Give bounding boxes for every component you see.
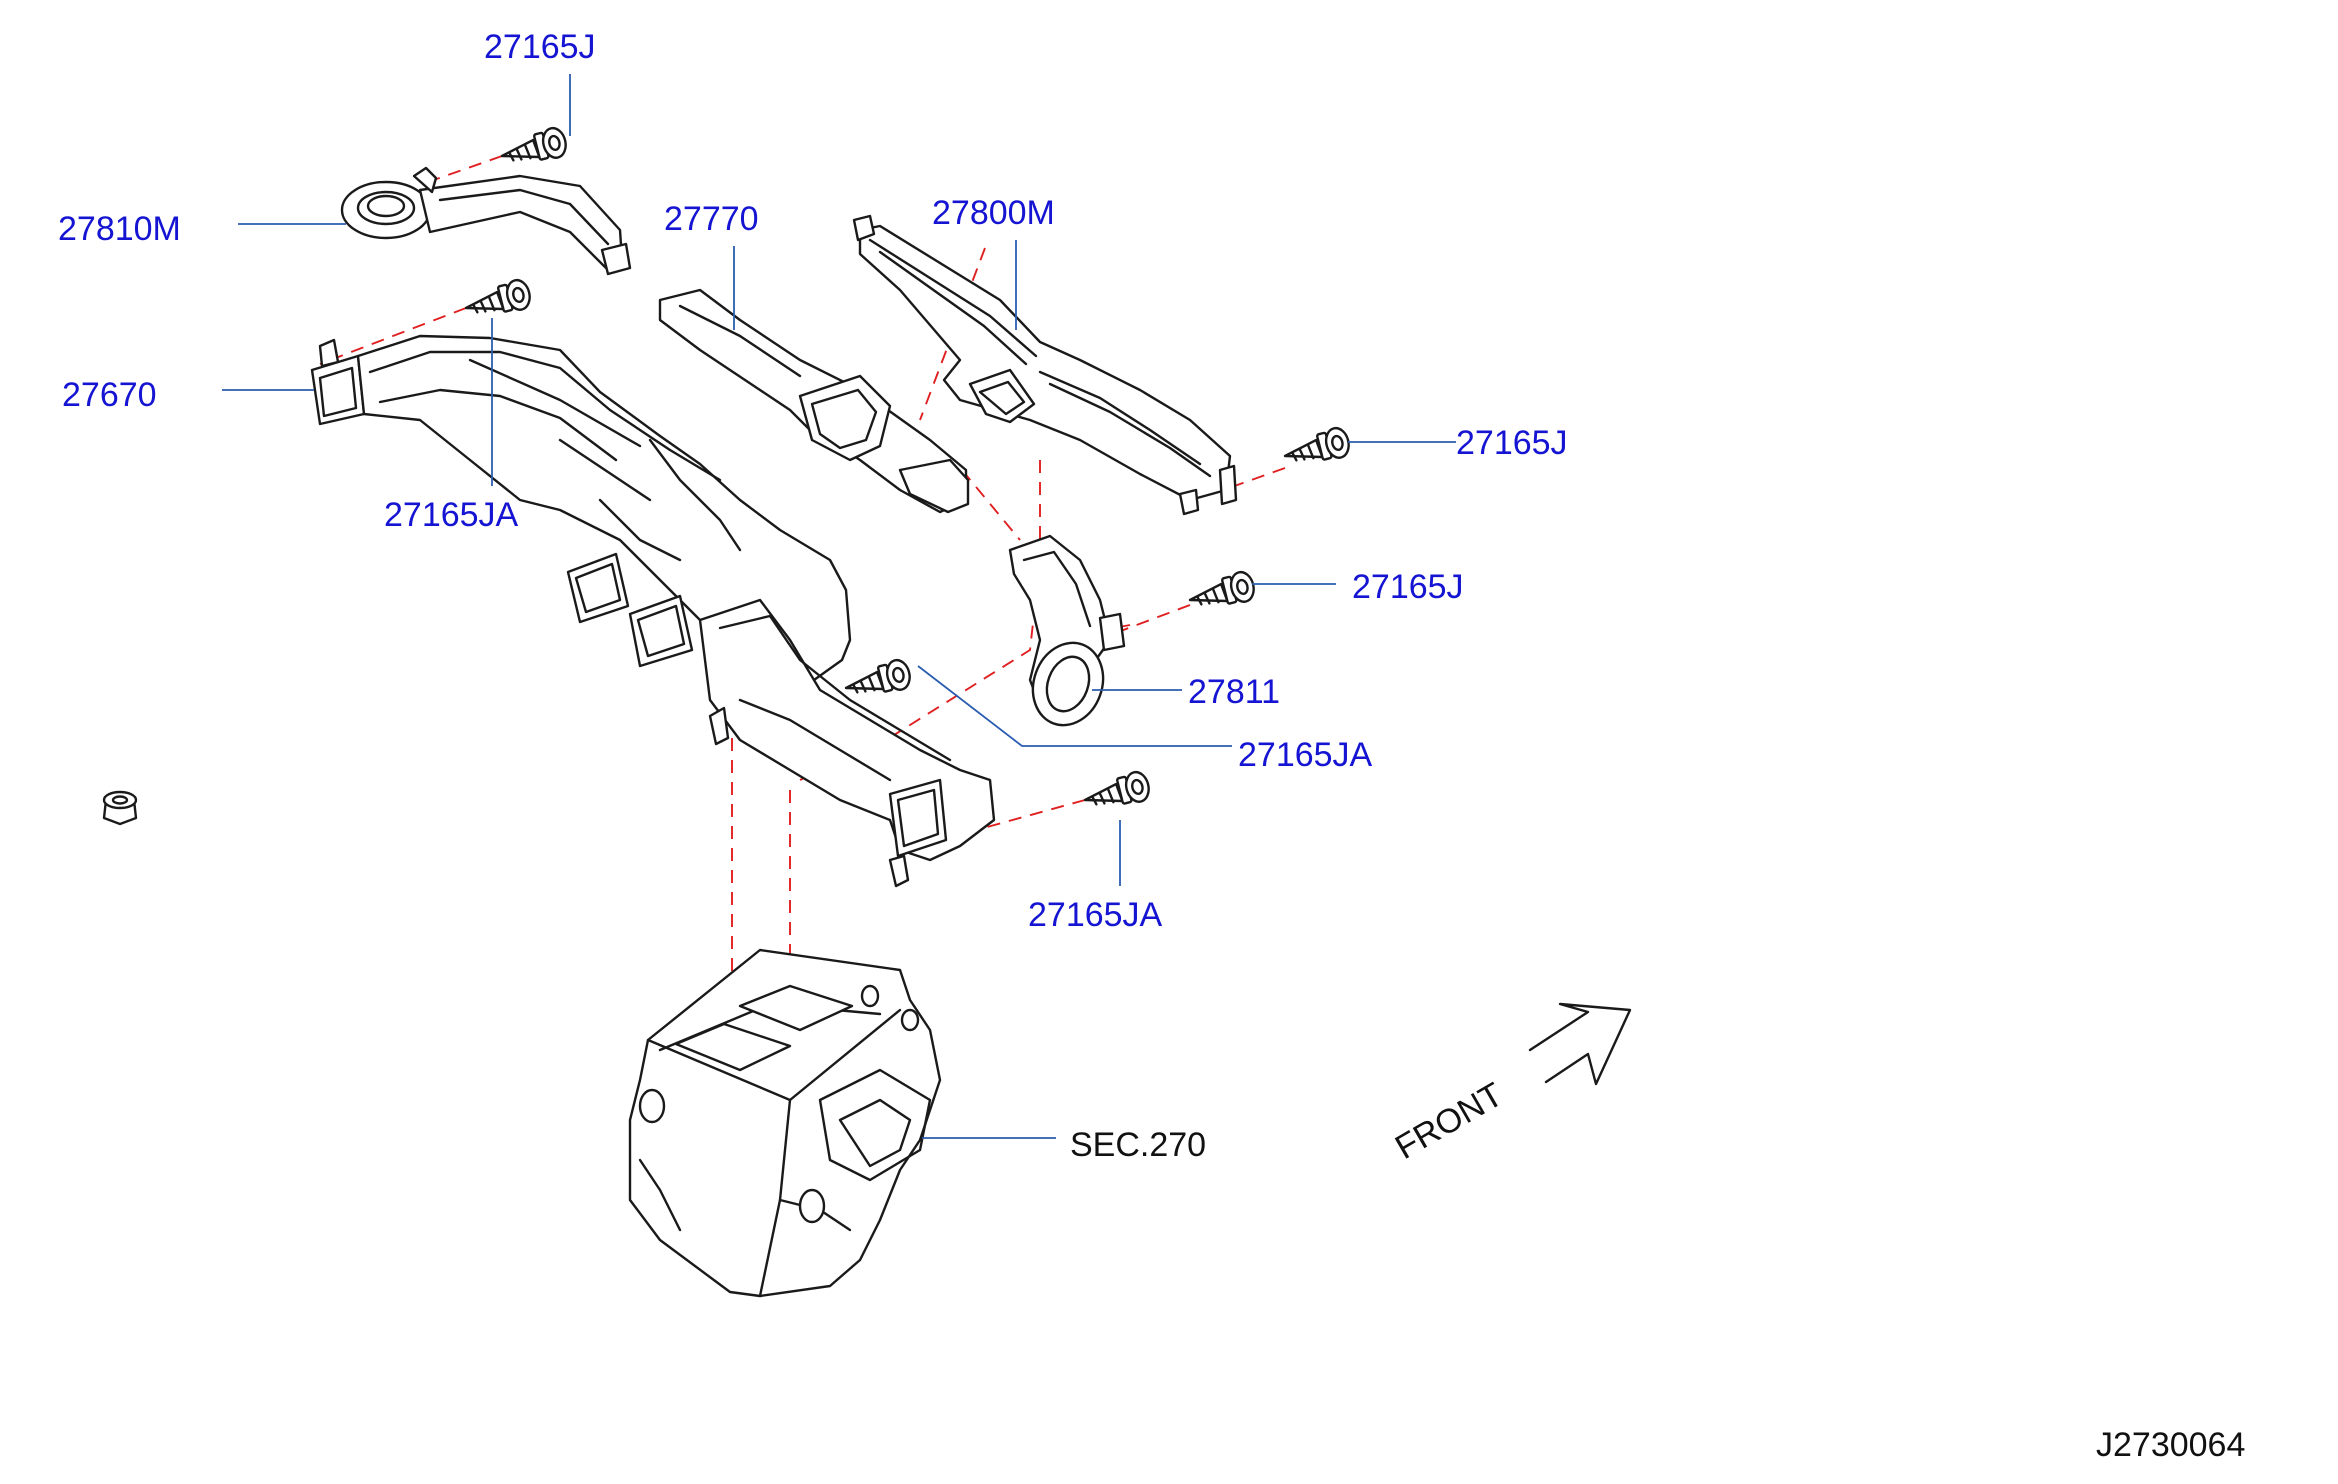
label-27670: 27670 xyxy=(62,376,157,414)
label-27165JA-left: 27165JA xyxy=(384,496,519,534)
part-27811-duct[interactable] xyxy=(1008,534,1126,735)
label-27770: 27770 xyxy=(664,200,759,238)
front-label: FRONT xyxy=(1389,1075,1509,1166)
part-27800M-duct[interactable] xyxy=(852,214,1238,516)
label-27800M: 27800M xyxy=(932,194,1055,232)
screw-icon xyxy=(1280,424,1353,472)
part-27670-duct[interactable] xyxy=(310,334,996,888)
screw-icon xyxy=(461,276,534,324)
grommet-icon xyxy=(102,790,138,826)
label-27165J-mid: 27165J xyxy=(1352,568,1464,606)
screw-icon xyxy=(1185,568,1258,616)
screw-icon xyxy=(1080,768,1153,816)
label-27165JA-bottom: 27165JA xyxy=(1028,896,1163,934)
heater-unit-sec270[interactable] xyxy=(628,948,942,1298)
label-sec270: SEC.270 xyxy=(1070,1126,1206,1164)
label-27165J-top: 27165J xyxy=(484,28,596,66)
drawing-number: J2730064 xyxy=(2096,1426,2245,1464)
front-arrow-icon xyxy=(1528,1002,1632,1086)
label-27810M: 27810M xyxy=(58,210,181,248)
screw-icon xyxy=(497,124,570,172)
part-27810M-duct[interactable] xyxy=(340,166,632,276)
part-27770-duct[interactable] xyxy=(658,288,970,514)
screw-icon xyxy=(841,656,914,704)
leader-lines xyxy=(222,74,1456,1139)
label-27165J-right: 27165J xyxy=(1456,424,1568,462)
label-27811: 27811 xyxy=(1188,673,1280,711)
label-27165JA-mid: 27165JA xyxy=(1238,736,1373,774)
